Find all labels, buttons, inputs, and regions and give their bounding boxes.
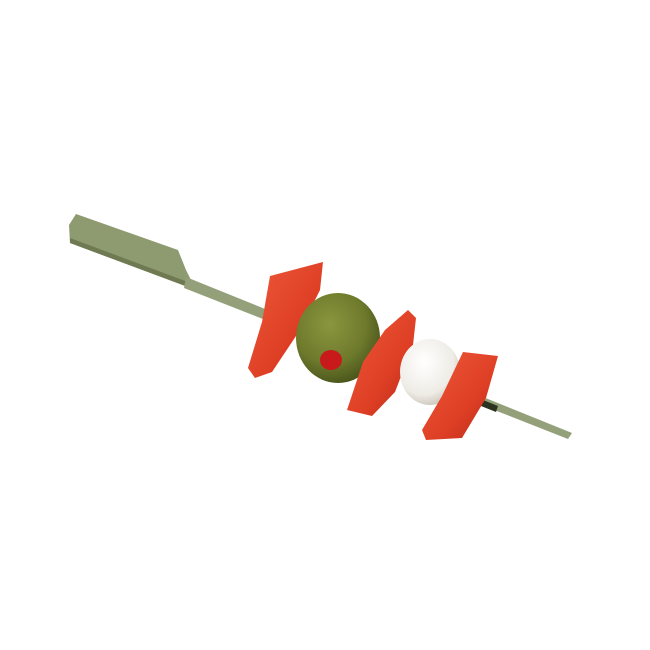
pimento [320,350,342,370]
pepper-piece-1 [248,262,323,378]
mozzarella-ball [400,339,460,405]
pepper-piece-2 [347,310,416,416]
pepper-piece-3 [422,352,498,440]
olive [296,293,380,383]
stuffed-olive [296,293,380,383]
skewer-paddle-shade [70,238,188,287]
skewer-paddle [69,214,192,287]
